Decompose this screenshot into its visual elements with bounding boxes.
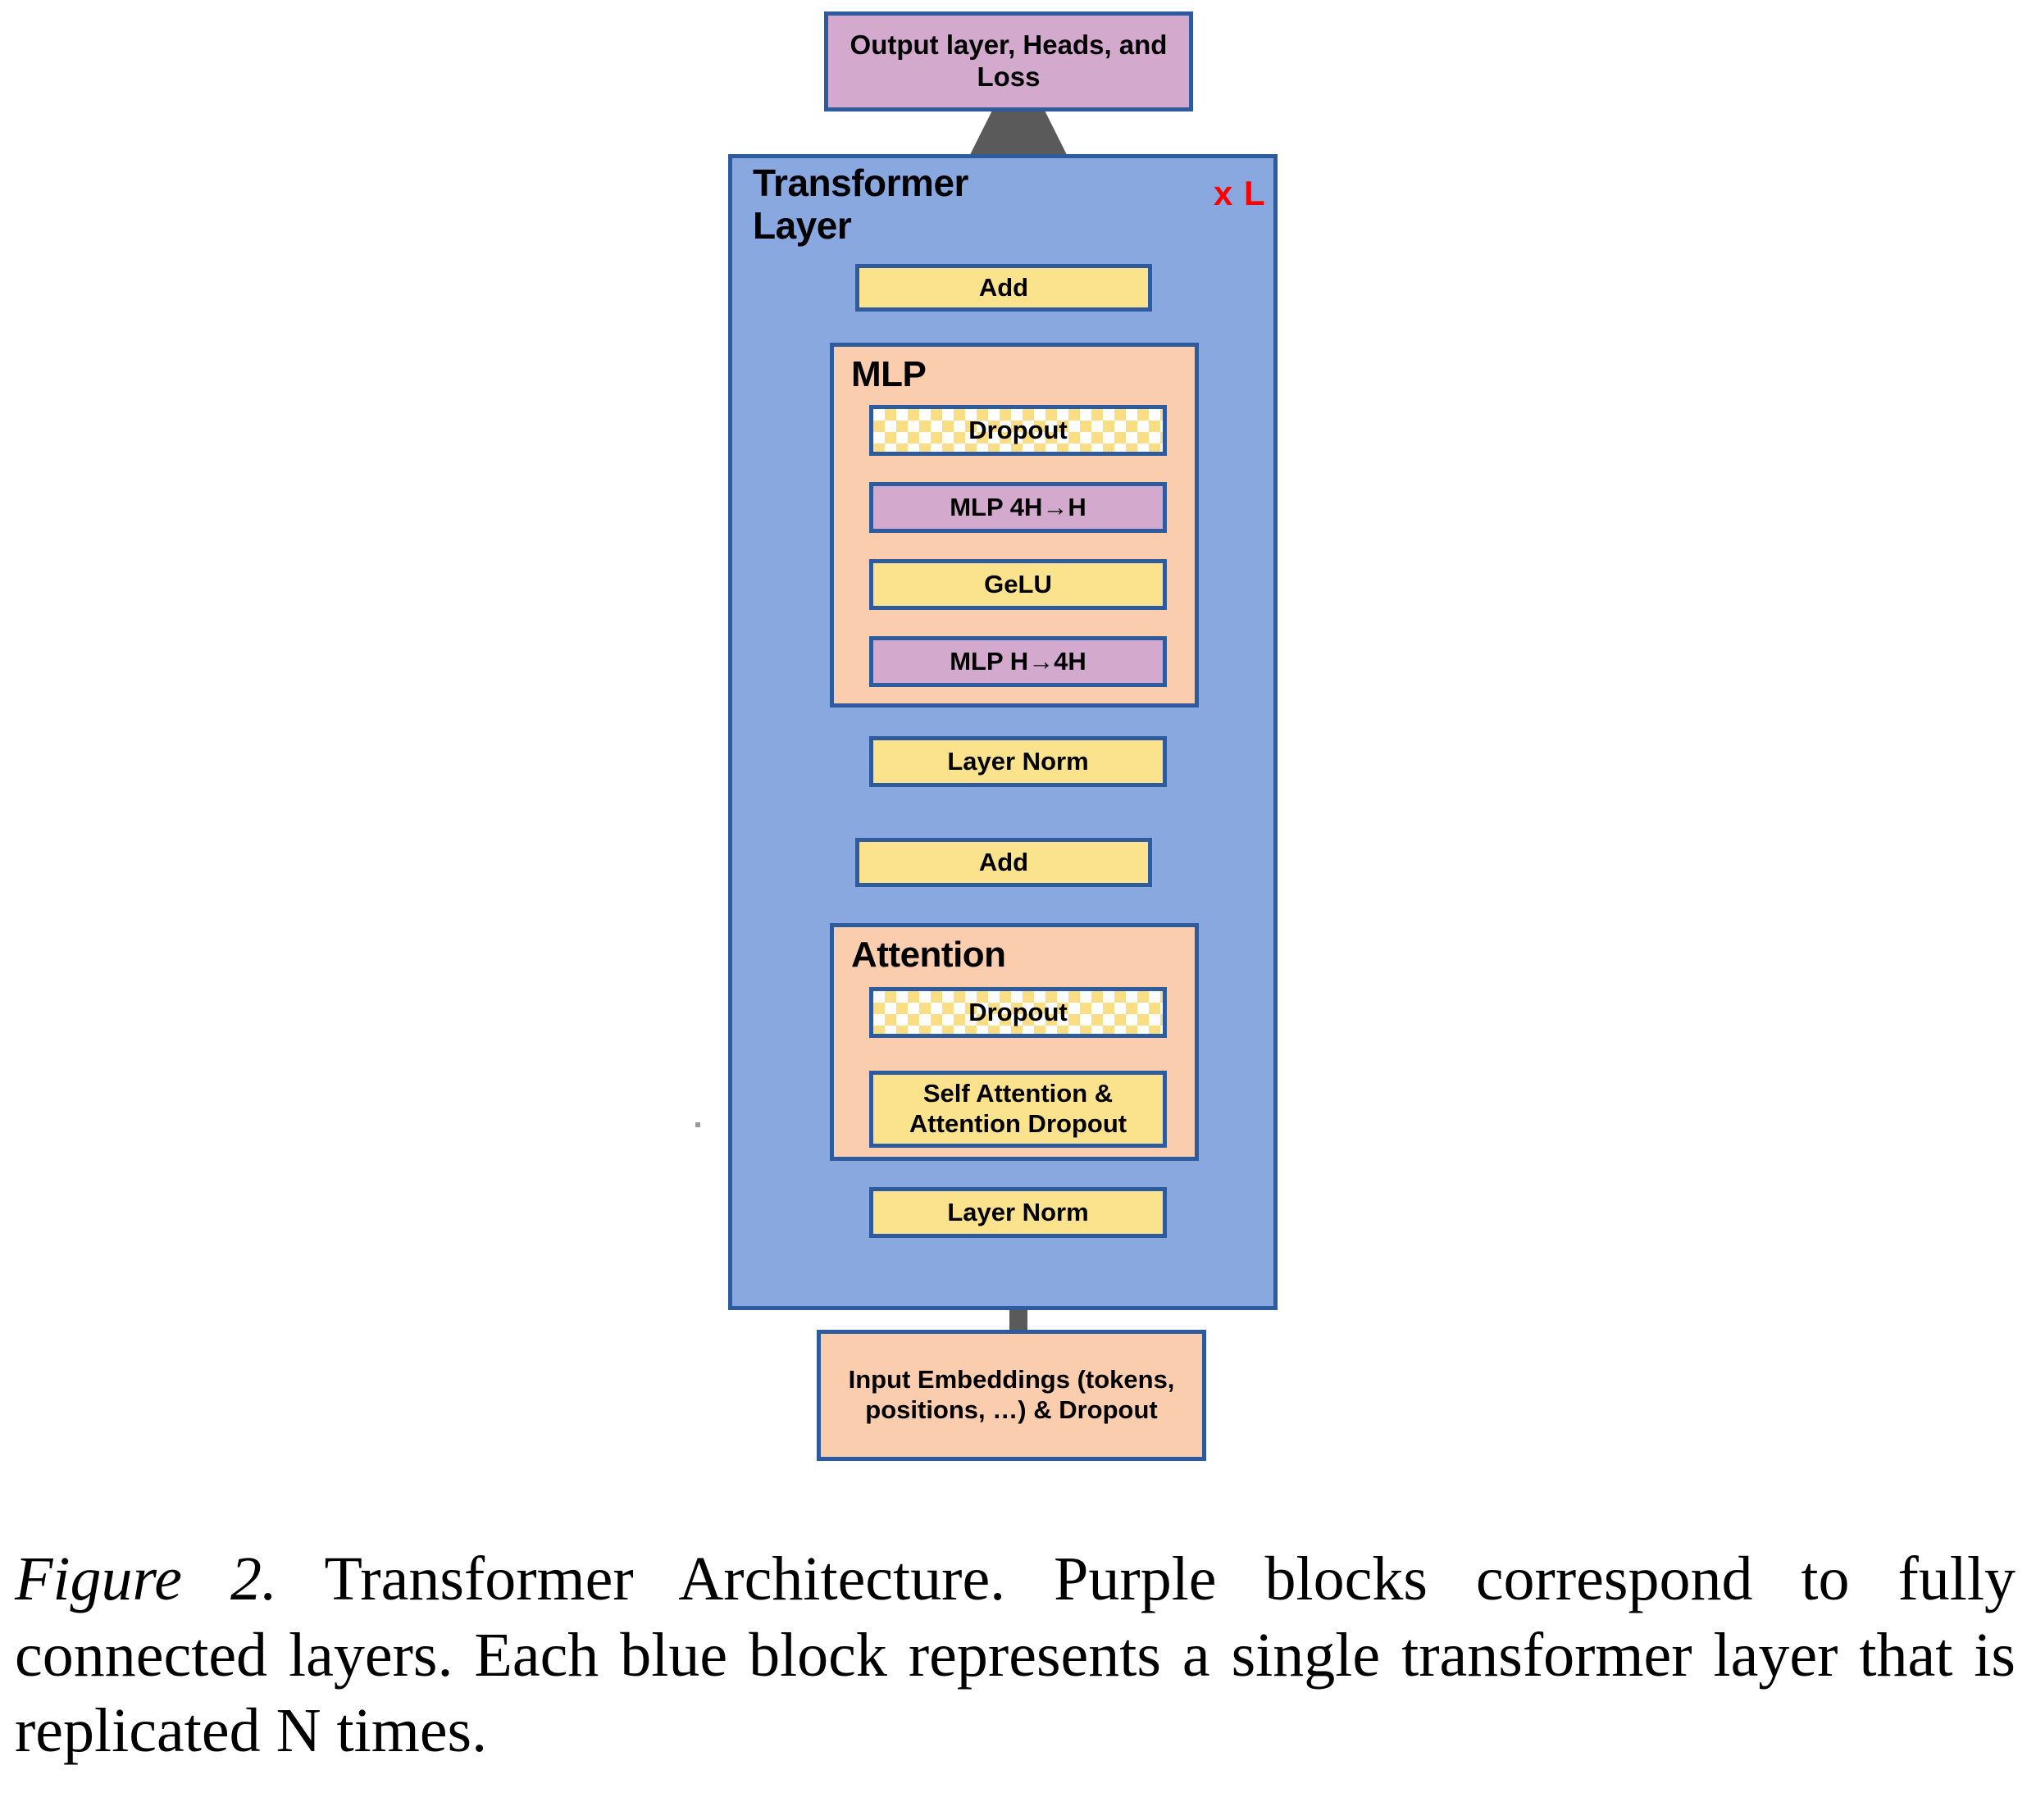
figure-caption: Figure 2. Transformer Architecture. Purp… (15, 1541, 2016, 1769)
add-bottom-label: Add (978, 847, 1029, 876)
mlp-4h-to-h-block[interactable]: MLP 4H→H (869, 482, 1167, 533)
figure-caption-text: Transformer Architecture. Purple blocks … (15, 1545, 2016, 1766)
mlp-4h-to-h-label: MLP 4H→H (950, 492, 1086, 521)
mlp-group-title: MLP (851, 354, 927, 394)
mlp-dropout-label: Dropout (968, 415, 1068, 444)
self-attention-block[interactable]: Self Attention & Attention Dropout (869, 1071, 1167, 1148)
stray-mark (695, 1122, 700, 1127)
attention-dropout-label: Dropout (968, 997, 1068, 1026)
figure-number: Figure 2. (15, 1545, 277, 1613)
layer-norm-block-bottom[interactable]: Layer Norm (869, 1187, 1167, 1238)
add-block-bottom[interactable]: Add (855, 838, 1152, 887)
output-layer-block[interactable]: Output layer, Heads, and Loss (824, 11, 1193, 111)
mlp-h-to-4h-block[interactable]: MLP H→4H (869, 636, 1167, 687)
input-embeddings-block[interactable]: Input Embeddings (tokens, positions, …) … (817, 1330, 1206, 1461)
transformer-layer-title: Transformer Layer (753, 162, 968, 247)
repeat-count-label: x L (1214, 174, 1266, 212)
layer-norm-top-label: Layer Norm (947, 746, 1089, 776)
layer-norm-bottom-label: Layer Norm (947, 1197, 1089, 1226)
layer-norm-block-top[interactable]: Layer Norm (869, 736, 1167, 787)
self-attention-label-line2: Attention Dropout (909, 1109, 1127, 1138)
add-top-label: Add (978, 272, 1029, 302)
gelu-block[interactable]: GeLU (869, 559, 1167, 610)
add-block-top[interactable]: Add (855, 264, 1152, 312)
input-embeddings-label-line2: positions, …) & Dropout (865, 1395, 1158, 1424)
output-layer-label: Output layer, Heads, and Loss (850, 30, 1168, 92)
mlp-h-to-4h-label: MLP H→4H (950, 646, 1086, 676)
attention-group-title: Attention (851, 935, 1006, 975)
mlp-dropout-block[interactable]: Dropout (869, 405, 1167, 456)
gelu-label: GeLU (984, 569, 1052, 598)
attention-dropout-block[interactable]: Dropout (869, 987, 1167, 1038)
figure-2-diagram: Output layer, Heads, and Loss Transforme… (695, 11, 1278, 1461)
input-embeddings-label-line1: Input Embeddings (tokens, (848, 1365, 1175, 1395)
self-attention-label-line1: Self Attention & (922, 1079, 1114, 1108)
